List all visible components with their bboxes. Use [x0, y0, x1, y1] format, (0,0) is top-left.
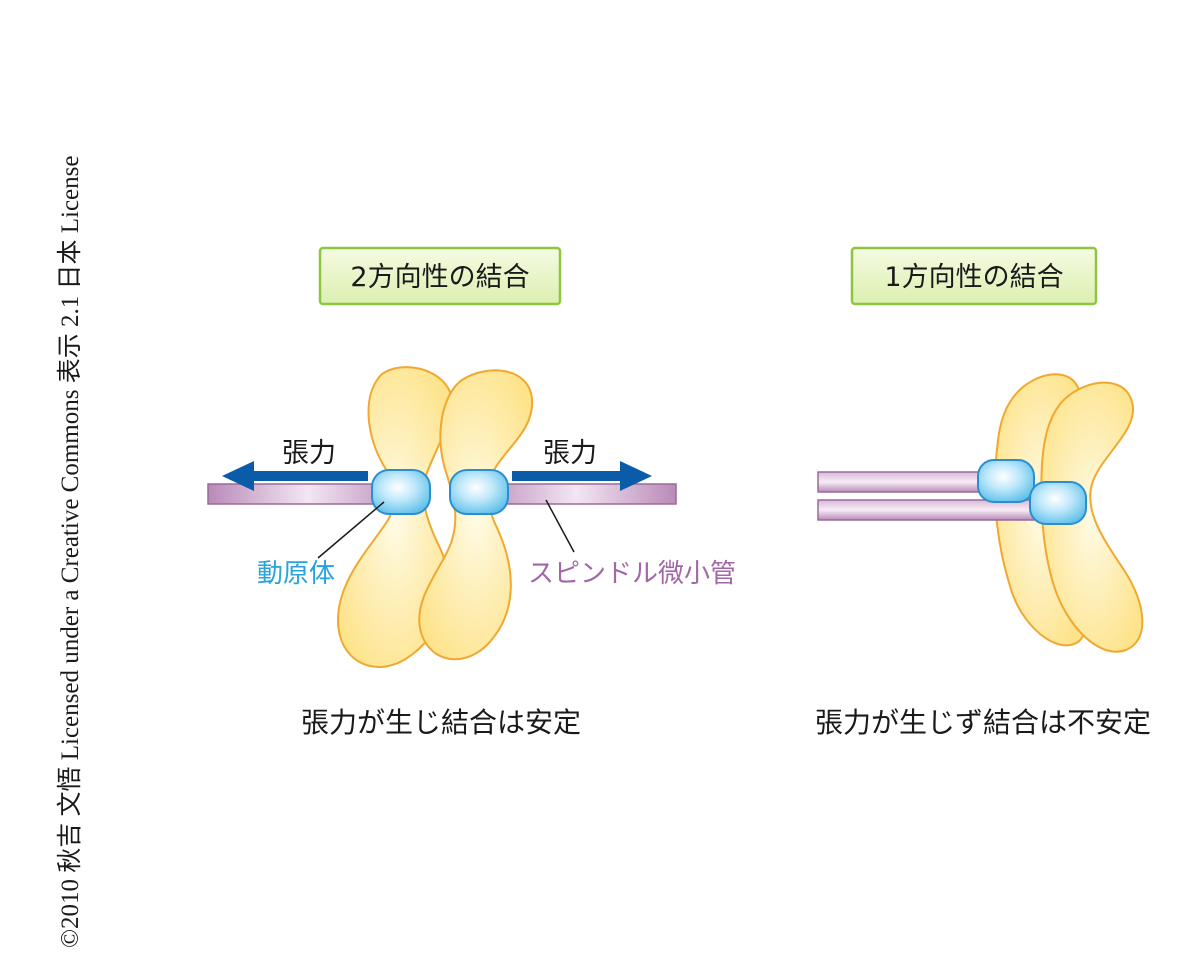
microtubule-label: スピンドル微小管 — [528, 559, 736, 589]
left-title-box: 2方向性の結合 — [318, 246, 562, 306]
right-microtubule-top — [817, 471, 1001, 493]
left-kinetochore-b — [449, 469, 509, 515]
left-title: 2方向性の結合 — [350, 262, 529, 293]
microtubule-leader-line — [545, 499, 575, 553]
tension-arrow-right — [512, 461, 652, 491]
left-panel: 2方向性の結合 張力 張力 動原体 スピンドル微小管 張力が生じ結合は安定 — [207, 246, 736, 739]
left-caption: 張力が生じ結合は安定 — [301, 706, 581, 739]
tension-label-left: 張力 — [282, 438, 336, 469]
left-kinetochore-a — [371, 469, 431, 515]
right-caption: 張力が生じず結合は不安定 — [815, 706, 1151, 739]
right-title: 1方向性の結合 — [884, 262, 1063, 293]
kinetochore-label: 動原体 — [257, 559, 335, 589]
right-panel: 1方向性の結合 張力が生じず結合は不安定 — [815, 246, 1151, 739]
copyright-credit: ©2010 秋吉 文悟 Licensed under a Creative Co… — [56, 156, 84, 948]
right-kinetochore-b — [1029, 481, 1087, 525]
right-kinetochore-a — [977, 459, 1035, 503]
tension-label-right: 張力 — [543, 438, 597, 469]
tension-arrow-left — [222, 461, 368, 491]
kinetochore-leader-line — [317, 501, 385, 559]
right-title-box: 1方向性の結合 — [850, 246, 1098, 306]
